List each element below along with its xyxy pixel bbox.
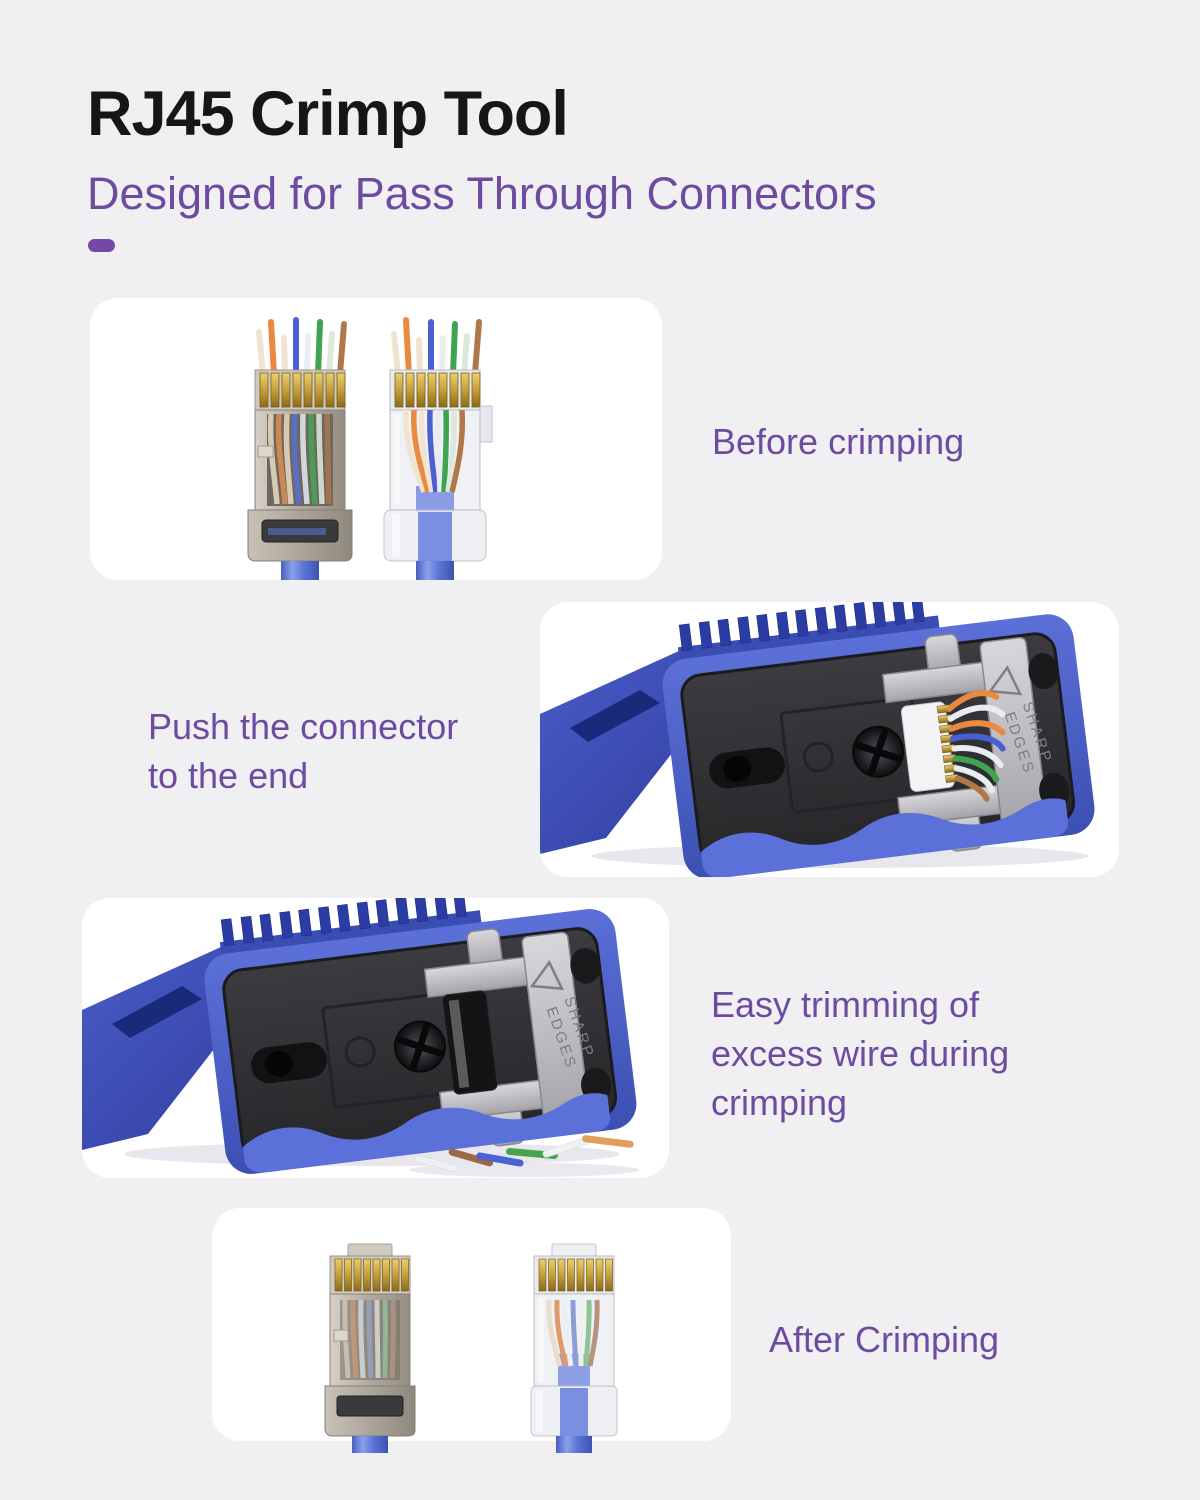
caption-before-crimping: Before crimping	[712, 417, 964, 466]
wires-inside	[267, 413, 332, 505]
page-subtitle: Designed for Pass Through Connectors	[87, 168, 877, 219]
photo-panel-easy-trimming: SHARP EDGES	[82, 898, 669, 1178]
caption-line: After Crimping	[769, 1319, 1000, 1360]
after-crimping-photo	[324, 1243, 618, 1453]
crimped-connector-shielded	[324, 1243, 416, 1453]
gold-pins	[334, 1258, 409, 1292]
pass-through-wires	[256, 317, 347, 377]
side-slot	[570, 690, 660, 742]
caption-line: Before crimping	[712, 421, 965, 462]
warning-triangle-icon	[529, 960, 565, 991]
wires-inside	[342, 1299, 396, 1379]
caption-line: to the end	[148, 755, 309, 796]
crimped-connector-clear	[530, 1243, 618, 1453]
wire-curls	[946, 690, 1006, 802]
caption-line: crimping	[711, 1082, 848, 1123]
wires-inside	[403, 409, 466, 493]
photo-panel-after-crimping	[212, 1208, 731, 1453]
warning-triangle-icon	[987, 665, 1023, 696]
crimp-tool-with-connector-photo: SHARP EDGES	[540, 602, 1095, 877]
wires-inside	[546, 1299, 600, 1367]
caption-line: Easy trimming of	[711, 984, 980, 1025]
photo-panel-push-connector: SHARP EDGES	[540, 602, 1119, 877]
caption-after-crimping: After Crimping	[769, 1315, 999, 1364]
page-title: RJ45 Crimp Tool	[87, 79, 569, 149]
grip-wave	[242, 1093, 610, 1173]
trimmed-wire-pieces	[409, 1135, 639, 1177]
caption-push-connector: Push the connector to the end	[148, 702, 458, 800]
pass-through-wires	[391, 317, 482, 377]
caption-line: Push the connector	[148, 706, 459, 747]
before-crimping-photo	[247, 317, 493, 580]
connector-shielded	[247, 317, 353, 580]
gold-pins	[259, 372, 346, 408]
gold-pins	[538, 1258, 613, 1292]
connector-clear	[383, 317, 493, 580]
screw	[394, 1020, 447, 1073]
cable	[556, 1436, 592, 1453]
cable	[352, 1436, 388, 1453]
screw	[852, 725, 905, 778]
cable	[416, 561, 454, 580]
gold-pins	[394, 372, 481, 408]
face-bump	[1028, 653, 1059, 689]
photo-panel-before-crimping	[90, 298, 662, 580]
side-slot	[112, 986, 202, 1038]
caption-easy-trimming: Easy trimming of excess wire during crim…	[711, 980, 1009, 1127]
accent-dash	[88, 239, 115, 252]
crimp-tool-trimming-photo: SHARP EDGES	[82, 898, 639, 1177]
face-bump	[570, 947, 601, 984]
cable	[281, 561, 319, 580]
inserted-connector	[900, 701, 959, 792]
caption-line: excess wire during	[711, 1033, 1010, 1074]
grip-wave	[701, 798, 1069, 877]
